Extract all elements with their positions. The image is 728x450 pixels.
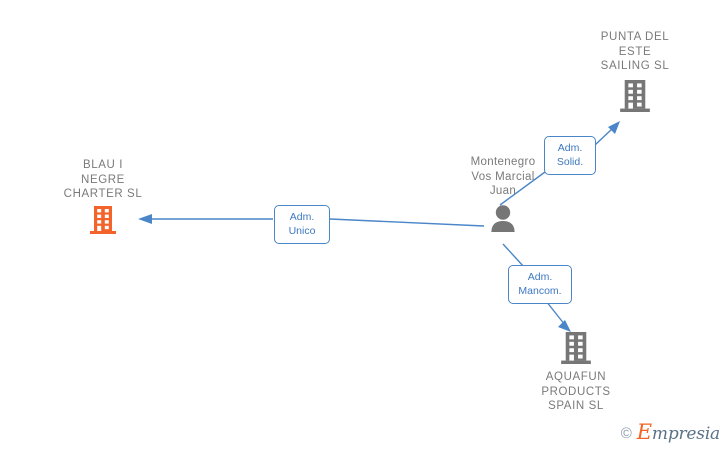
edge-label-adm-solid[interactable]: Adm. Solid. xyxy=(544,136,596,175)
copyright-icon: © xyxy=(620,424,632,442)
node-label-aquafun-products-spain-sl: AQUAFUN PRODUCTS SPAIN SL xyxy=(541,371,611,412)
node-label-punta-del-este-sailing-sl: PUNTA DEL ESTE SAILING SL xyxy=(600,31,670,72)
empresia-logo: Empresia xyxy=(636,420,720,444)
empresia-logo-text: mpresia xyxy=(651,424,720,444)
node-aquafun-products-spain-sl[interactable]: AQUAFUN PRODUCTS SPAIN SL xyxy=(511,332,641,414)
node-label-montenegro-vos-marcial-juan: Montenegro Vos Marcial Juan xyxy=(470,156,536,197)
building-icon xyxy=(561,332,591,364)
building-icon xyxy=(90,205,116,234)
node-montenegro-vos-marcial-juan[interactable]: Montenegro Vos Marcial Juan xyxy=(438,155,568,232)
edge-label-adm-mancom[interactable]: Adm. Mancom. xyxy=(508,265,572,304)
node-label-blau-i-negre-charter-sl: BLAU I NEGRE CHARTER SL xyxy=(63,159,143,200)
node-punta-del-este-sailing-sl[interactable]: PUNTA DEL ESTE SAILING SL xyxy=(570,30,700,112)
empresia-logo-initial: E xyxy=(636,420,652,444)
building-icon xyxy=(620,79,650,112)
person-icon xyxy=(491,204,515,232)
empresia-watermark: © Empresia xyxy=(620,420,720,444)
node-blau-i-negre-charter-sl[interactable]: BLAU I NEGRE CHARTER SL xyxy=(38,158,168,234)
edge-label-adm-unico[interactable]: Adm. Unico xyxy=(274,205,330,244)
